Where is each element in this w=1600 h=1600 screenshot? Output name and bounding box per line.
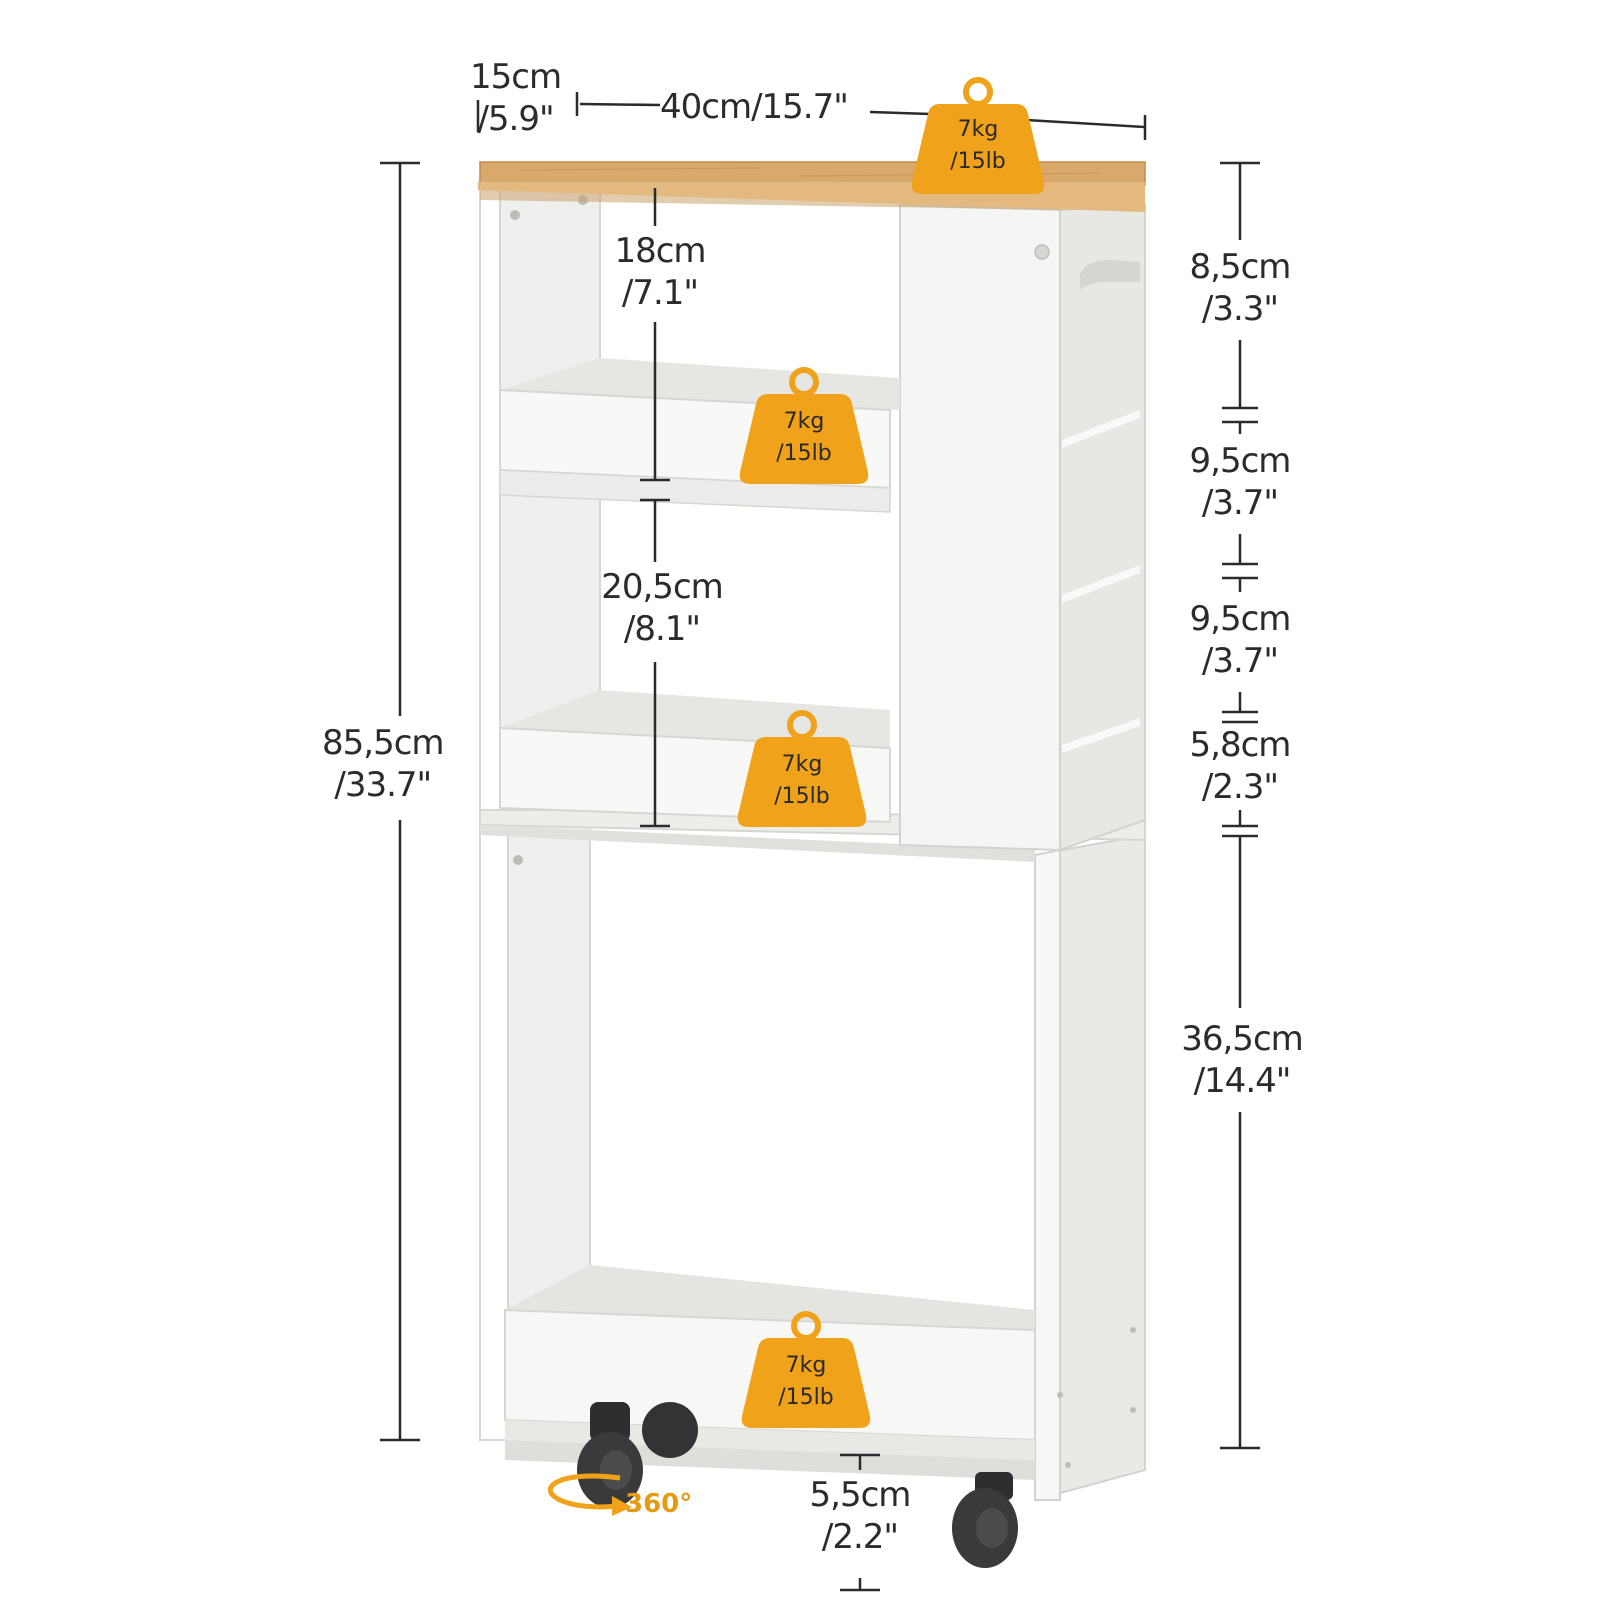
side-gap-3-metric: 9,5cm: [1189, 599, 1292, 639]
side-gap-4-imperial: /2.3": [1201, 767, 1279, 807]
ground-clearance-metric: 5,5cm: [809, 1475, 912, 1515]
side-gap-4-label: 5,8cm /2.3": [1180, 724, 1300, 808]
load-tag-middle-shelf: 7kg /15lb: [737, 710, 867, 827]
ground-clearance-label: 5,5cm /2.2": [792, 1474, 928, 1558]
caster-front-left: [577, 1402, 643, 1508]
side-gap-1-label: 8,5cm /3.3": [1180, 246, 1300, 330]
load-tag-top-line1: 7kg: [958, 117, 999, 142]
caster-front-right: [952, 1472, 1018, 1568]
load-tag-bottom-line2: /15lb: [778, 1385, 833, 1410]
lower-opening-metric: 36,5cm: [1181, 1019, 1304, 1059]
lower-cabinet: [479, 819, 1146, 1502]
shelf-gap-top-imperial: /7.1": [621, 273, 699, 313]
depth-label: 15cm /5.9": [470, 56, 562, 140]
load-tag-middle-line1: 7kg: [782, 752, 823, 777]
load-tag-upper-shelf: 7kg /15lb: [739, 367, 869, 484]
depth-metric: 15cm: [470, 57, 562, 97]
load-tag-top-line2: /15lb: [950, 149, 1005, 174]
width-label: 40cm/15.7": [660, 86, 849, 128]
rotation-label: 360°: [625, 1489, 692, 1519]
rotation-arrow-icon: [547, 1473, 632, 1516]
side-gap-4-metric: 5,8cm: [1189, 725, 1292, 765]
shelf-gap-middle-metric: 20,5cm: [601, 567, 724, 607]
ground-clearance-imperial: /2.2": [821, 1517, 899, 1557]
load-tag-upper-line1: 7kg: [784, 409, 825, 434]
load-tag-upper-line2: /15lb: [776, 441, 831, 466]
side-gap-1-metric: 8,5cm: [1189, 247, 1292, 287]
side-gap-2-metric: 9,5cm: [1189, 441, 1292, 481]
total-height-metric: 85,5cm: [322, 723, 445, 763]
total-height-label: 85,5cm /33.7": [322, 722, 445, 806]
caster-back-left: [642, 1402, 698, 1458]
total-height-imperial: /33.7": [334, 765, 432, 805]
dimension-lines: [380, 92, 1260, 1592]
load-tag-top: 7kg /15lb: [911, 77, 1045, 194]
side-gap-1-imperial: /3.3": [1201, 289, 1279, 329]
depth-imperial: /5.9": [477, 99, 554, 139]
side-gap-2-label: 9,5cm /3.7": [1180, 440, 1300, 524]
load-tag-bottom-line1: 7kg: [786, 1353, 827, 1378]
shelf-gap-top-metric: 18cm: [614, 231, 706, 271]
upper-cabinet: [479, 179, 1146, 852]
side-gap-3-label: 9,5cm /3.7": [1180, 598, 1300, 682]
side-gap-3-imperial: /3.7": [1201, 641, 1279, 681]
shelf-gap-top-label: 18cm /7.1": [600, 230, 720, 314]
shelf-gap-middle-label: 20,5cm /8.1": [592, 566, 732, 650]
load-tag-bottom-tray: 7kg /15lb: [741, 1311, 871, 1428]
width-value: 40cm/15.7": [660, 87, 849, 127]
lower-opening-imperial: /14.4": [1193, 1061, 1292, 1101]
lower-opening-label: 36,5cm /14.4": [1172, 1018, 1312, 1102]
load-tag-middle-line2: /15lb: [774, 784, 829, 809]
side-gap-2-imperial: /3.7": [1201, 483, 1279, 523]
shelf-gap-middle-imperial: /8.1": [623, 609, 701, 649]
